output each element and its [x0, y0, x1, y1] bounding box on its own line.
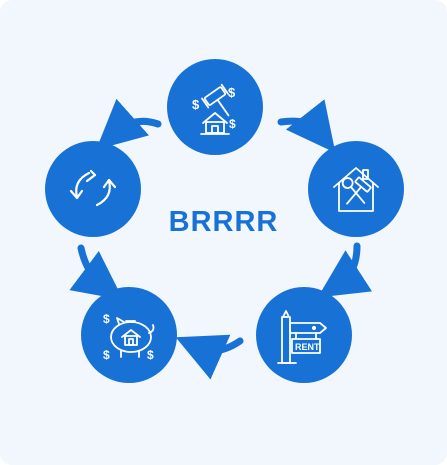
step-repeat-circle [45, 141, 141, 237]
step-rehab-circle [308, 141, 404, 237]
house-hammer-wrench-icon [333, 167, 379, 212]
step-buy-circle: $ $ $ [167, 59, 263, 155]
arrow-rehab-to-rent [317, 242, 373, 298]
arrow-rent-to-refinance [175, 334, 244, 380]
cycle-arrows-icon [69, 169, 117, 207]
svg-text:$: $ [228, 85, 236, 100]
svg-text:$: $ [229, 117, 236, 131]
gavel-house-dollar-icon: $ $ $ [192, 83, 236, 135]
svg-text:$: $ [103, 348, 110, 362]
svg-text:$: $ [147, 348, 154, 362]
arrow-repeat-to-buy [96, 98, 162, 150]
svg-text:RENT: RENT [295, 342, 320, 352]
svg-text:$: $ [103, 312, 110, 326]
step-rent-circle: RENT [256, 287, 352, 383]
svg-text:$: $ [192, 97, 200, 112]
arrow-refinance-to-repeat [69, 244, 124, 300]
diagram-title: BRRRR [168, 206, 279, 238]
step-refinance-circle: $ $ $ [81, 287, 177, 383]
rent-sign-icon: RENT [277, 310, 327, 364]
piggy-bank-house-icon: $ $ $ [103, 312, 155, 362]
arrow-buy-to-rehab [277, 99, 336, 153]
